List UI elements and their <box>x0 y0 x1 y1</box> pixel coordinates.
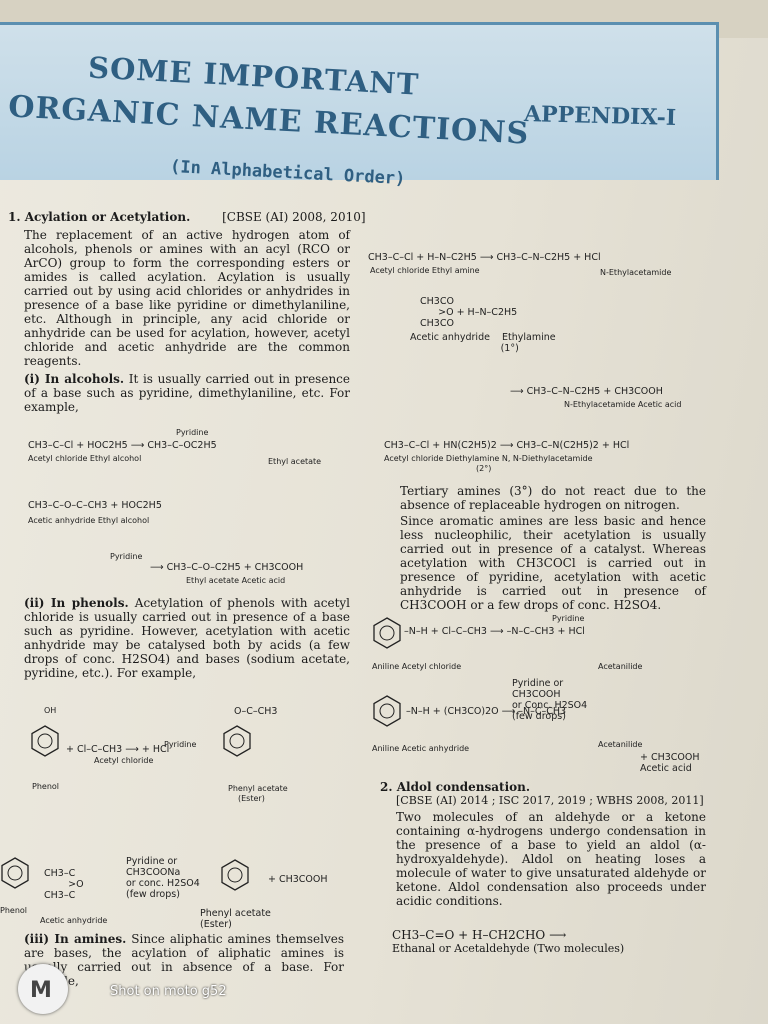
aniline-eq2: –N–H + (CH3CO)2O ⟶ –N–C–CH3 <box>406 706 567 717</box>
alcohols-heading: (i) In alcohols. <box>24 372 125 386</box>
aniline-eq2-reagent: Pyridine or CH3COOH or Conc. H2SO4 (few … <box>512 678 588 722</box>
phenol-eq1: + Cl–C–CH3 ⟶ + HCl <box>66 744 170 755</box>
acylation-intro: The replacement of an active hydrogen at… <box>24 228 350 368</box>
phenols-paragraph: (ii) In phenols. Acetylation of phenols … <box>24 596 350 680</box>
eqD-equation: CH3–C–Cl + HN(C2H5)2 ⟶ CH3–C–N(C2H5)2 + … <box>384 440 630 451</box>
aldol-heading-text: 2. Aldol condensation. <box>380 780 531 794</box>
phenol-eq2-phenol: Phenol <box>0 906 28 915</box>
eqC-labels: N-Ethylacetamide Acetic acid <box>564 400 682 409</box>
eq2-labels: Acetic anhydride Ethyl alcohol <box>28 516 150 525</box>
eq3-labels: Ethyl acetate Acetic acid <box>186 576 286 585</box>
section-1-heading: 1. Acylation or Acetylation. [CBSE (AI) … <box>8 210 366 224</box>
eqD-labels: Acetyl chloride Diethylamine N, N-Diethy… <box>384 454 593 463</box>
eq3-reagent: Pyridine <box>110 552 143 561</box>
ester-label: (Ester) <box>238 794 265 803</box>
aldol-equation: CH3–C=O + H–CH2CHO ⟶ <box>392 928 567 942</box>
aniline-eq1: –N–H + Cl–C–CH3 ⟶ –N–C–CH3 + HCl <box>404 626 585 637</box>
phenols-heading: (ii) In phenols. <box>24 596 129 610</box>
acetyl-chloride-label: Acetyl chloride <box>94 756 154 765</box>
eqC-equation: ⟶ CH3–C–N–C2H5 + CH3COOH <box>510 386 663 397</box>
phenol-eq1-reagent: Pyridine <box>164 740 197 749</box>
phenol-label: Phenol <box>32 782 60 791</box>
aniline-eq1-reagent: Pyridine <box>552 614 585 623</box>
benzene-ring-phenol <box>30 724 60 758</box>
logo-letter: M <box>30 978 52 1003</box>
phenyl-acetate-label: Phenyl acetate <box>228 784 288 793</box>
benzene-ring-product <box>222 724 252 758</box>
phenol-eq2-side: + CH3COOH <box>268 874 328 885</box>
eqA-right-label: N-Ethylacetamide <box>600 268 672 277</box>
section-heading-text: 1. Acylation or Acetylation. <box>8 210 191 224</box>
amines-paragraph: (iii) In amines. Since aliphatic amines … <box>24 932 344 988</box>
moto-logo: M <box>18 964 68 1014</box>
aldol-heading: 2. Aldol condensation. <box>380 780 530 794</box>
title-line-2: ORGANIC NAME REACTIONS <box>7 89 531 152</box>
eqB-labels: Acetic anhydride Ethylamine (1°) <box>410 332 556 354</box>
eq1-equation: CH3–C–Cl + HOC2H5 ⟶ CH3–C–OC2H5 <box>28 440 217 451</box>
eq3-equation: ⟶ CH3–C–O–C2H5 + CH3COOH <box>150 562 304 573</box>
aldol-reference: [CBSE (AI) 2014 ; ISC 2017, 2019 ; WBHS … <box>396 794 704 807</box>
alcohols-paragraph: (i) In alcohols. It is usually carried o… <box>24 372 350 414</box>
section-reference: [CBSE (AI) 2008, 2010] <box>222 210 366 224</box>
benzene-ring-aniline-2 <box>372 694 402 728</box>
acetic-anhydride-structure: CH3–C >O CH3–C <box>44 868 84 901</box>
aldol-text: Two molecules of an aldehyde or a ketone… <box>396 810 706 908</box>
aniline-eq2-right-label: Acetanilide <box>598 740 643 749</box>
eqB-equation: CH3CO >O + H–N–C2H5 CH3CO <box>420 296 518 329</box>
textbook-page <box>0 38 768 1024</box>
tertiary-amines-text: Tertiary amines (3°) do not react due to… <box>400 484 706 512</box>
benzene-ring-product-2 <box>220 858 250 892</box>
eq2-equation: CH3–C–O–C–CH3 + HOC2H5 <box>28 500 162 511</box>
aldol-equation-labels: Ethanal or Acetaldehyde (Two molecules) <box>392 942 625 955</box>
phenyl-acetate-group: O–C–CH3 <box>234 706 278 717</box>
phenol-eq2-reagent: Pyridine or CH3COONa or conc. H2SO4 (few… <box>126 856 200 900</box>
title-line-1: SOME IMPORTANT <box>87 50 421 102</box>
benzene-ring-phenol-2 <box>0 856 30 890</box>
eq1-right-label: Ethyl acetate <box>268 457 322 466</box>
eqA-equation: CH3–C–Cl + H–N–C2H5 ⟶ CH3–C–N–C2H5 + HCl <box>368 252 601 263</box>
aniline-eq2-side: + CH3COOH Acetic acid <box>640 752 700 774</box>
phenol-eq2-left-label: Acetic anhydride <box>40 916 108 925</box>
phenol-oh-label: OH <box>44 706 57 715</box>
aniline-eq1-right-label: Acetanilide <box>598 662 643 671</box>
eqA-left-labels: Acetyl chloride Ethyl amine <box>370 266 480 275</box>
eqD-sub: (2°) <box>476 464 492 473</box>
camera-watermark: Shot on moto g52 <box>110 984 227 999</box>
eq1-left-labels: Acetyl chloride Ethyl alcohol <box>28 454 142 463</box>
appendix-label: APPENDIX-I <box>523 101 677 131</box>
eq1-reagent: Pyridine <box>176 428 209 437</box>
amines-heading: (iii) In amines. <box>24 932 127 946</box>
benzene-ring-aniline <box>372 616 402 650</box>
aniline-eq1-labels: Aniline Acetyl chloride <box>372 662 462 671</box>
title-banner: SOME IMPORTANT ORGANIC NAME REACTIONS (I… <box>0 22 719 189</box>
alcohols-text: It is usually carried out in presence of… <box>24 372 350 414</box>
aromatic-amines-text: Since aromatic amines are less basic and… <box>400 514 706 612</box>
phenol-eq2-product-label: Phenyl acetate (Ester) <box>200 908 271 930</box>
aniline-eq2-labels: Aniline Acetic anhydride <box>372 744 470 753</box>
phenols-text: Acetylation of phenols with acetyl chlor… <box>24 596 351 680</box>
